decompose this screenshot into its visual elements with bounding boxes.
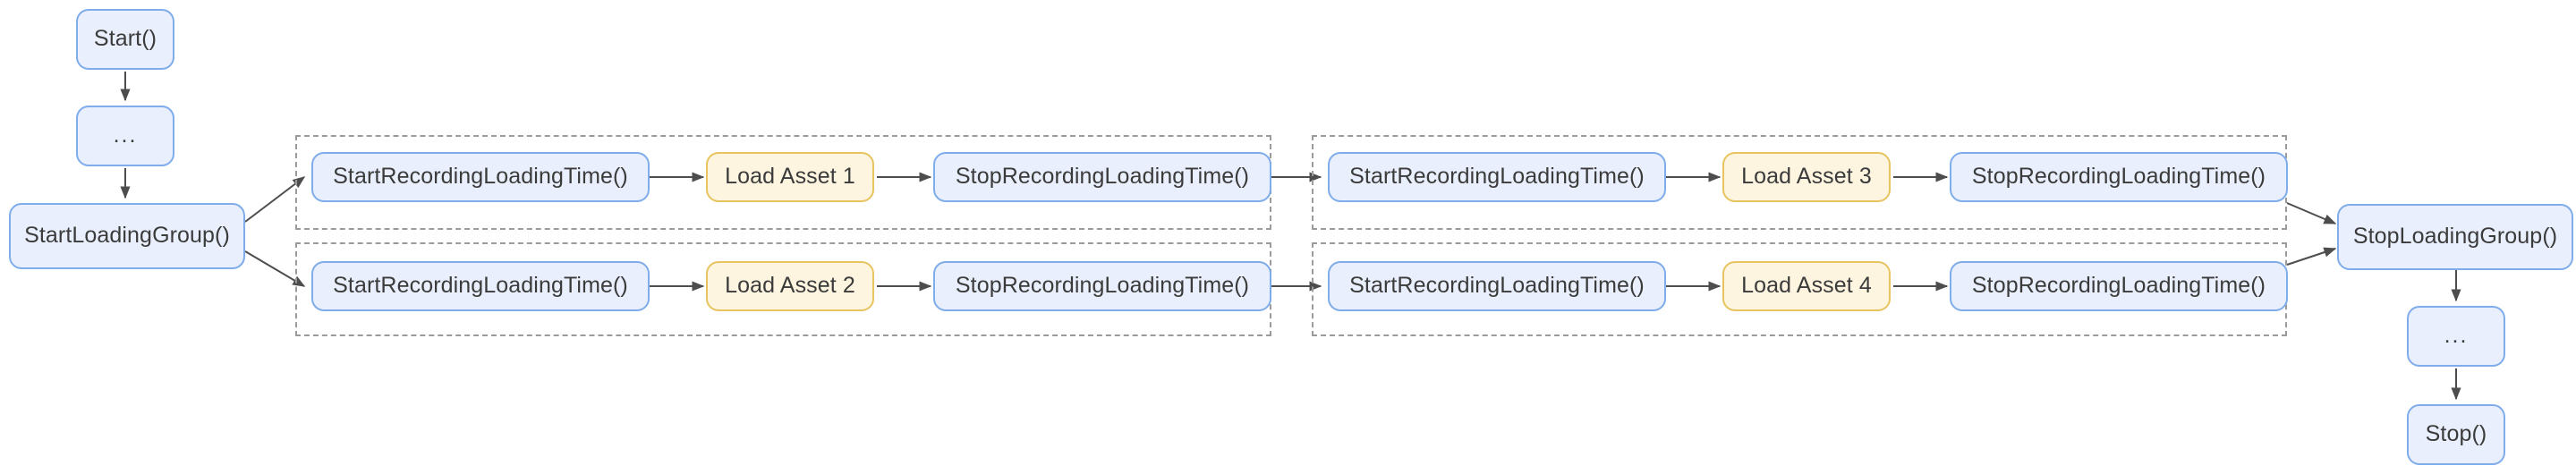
group-2-row-2-step-3-label: StopRecordingLoadingTime() bbox=[1971, 273, 2266, 299]
group-2-row-1-step-2[interactable]: Load Asset 3 bbox=[1722, 152, 1891, 202]
group-1-row-2-step-2-label: Load Asset 2 bbox=[725, 273, 855, 299]
edge-g2r2-to-stoploadinggroup bbox=[2286, 247, 2337, 266]
group-1-row-1-step-1[interactable]: StartRecordingLoadingTime() bbox=[311, 152, 650, 202]
node-start-label: Start() bbox=[93, 26, 157, 52]
edge-g2r1-to-stoploadinggroup bbox=[2286, 202, 2337, 224]
node-pre-ellipsis[interactable]: ... bbox=[76, 106, 174, 166]
group-2-row-1-step-3-label: StopRecordingLoadingTime() bbox=[1971, 164, 2266, 190]
group-1-row-2-step-1[interactable]: StartRecordingLoadingTime() bbox=[311, 261, 650, 311]
node-start[interactable]: Start() bbox=[76, 9, 174, 70]
group-2-row-2-step-2-label: Load Asset 4 bbox=[1741, 273, 1872, 299]
node-stop-label: Stop() bbox=[2425, 421, 2487, 447]
node-start-loading-group[interactable]: StartLoadingGroup() bbox=[9, 203, 245, 269]
group-1-row-2-step-2[interactable]: Load Asset 2 bbox=[706, 261, 874, 311]
group-1-row-2-step-3[interactable]: StopRecordingLoadingTime() bbox=[933, 261, 1271, 311]
group-2-row-1-step-1-label: StartRecordingLoadingTime() bbox=[1349, 164, 1645, 190]
group-2-row-1-step-1[interactable]: StartRecordingLoadingTime() bbox=[1328, 152, 1666, 202]
group-2-row-2-step-1[interactable]: StartRecordingLoadingTime() bbox=[1328, 261, 1666, 311]
node-post-ellipsis-label: ... bbox=[2444, 323, 2469, 349]
group-1-row-1-step-2-label: Load Asset 1 bbox=[725, 164, 855, 190]
node-start-loading-group-label: StartLoadingGroup() bbox=[24, 223, 230, 249]
group-1-row-1-step-3[interactable]: StopRecordingLoadingTime() bbox=[933, 152, 1271, 202]
group-2-row-2-step-1-label: StartRecordingLoadingTime() bbox=[1349, 273, 1645, 299]
group-1-row-2-step-1-label: StartRecordingLoadingTime() bbox=[333, 273, 628, 299]
node-stop-loading-group-label: StopLoadingGroup() bbox=[2352, 224, 2558, 250]
group-1-row-1-step-1-label: StartRecordingLoadingTime() bbox=[333, 164, 628, 190]
group-1-row-1-step-3-label: StopRecordingLoadingTime() bbox=[955, 164, 1250, 190]
group-1-row-2-step-3-label: StopRecordingLoadingTime() bbox=[955, 273, 1250, 299]
node-stop[interactable]: Stop() bbox=[2407, 404, 2505, 465]
group-1-row-1-step-2[interactable]: Load Asset 1 bbox=[706, 152, 874, 202]
group-2-row-1-step-2-label: Load Asset 3 bbox=[1741, 164, 1872, 190]
group-2-row-2-step-3[interactable]: StopRecordingLoadingTime() bbox=[1950, 261, 2288, 311]
node-stop-loading-group[interactable]: StopLoadingGroup() bbox=[2337, 204, 2573, 270]
group-2-row-2-step-2[interactable]: Load Asset 4 bbox=[1722, 261, 1891, 311]
node-post-ellipsis[interactable]: ... bbox=[2407, 306, 2505, 367]
node-pre-ellipsis-label: ... bbox=[113, 123, 138, 148]
group-2-row-1-step-3[interactable]: StopRecordingLoadingTime() bbox=[1950, 152, 2288, 202]
